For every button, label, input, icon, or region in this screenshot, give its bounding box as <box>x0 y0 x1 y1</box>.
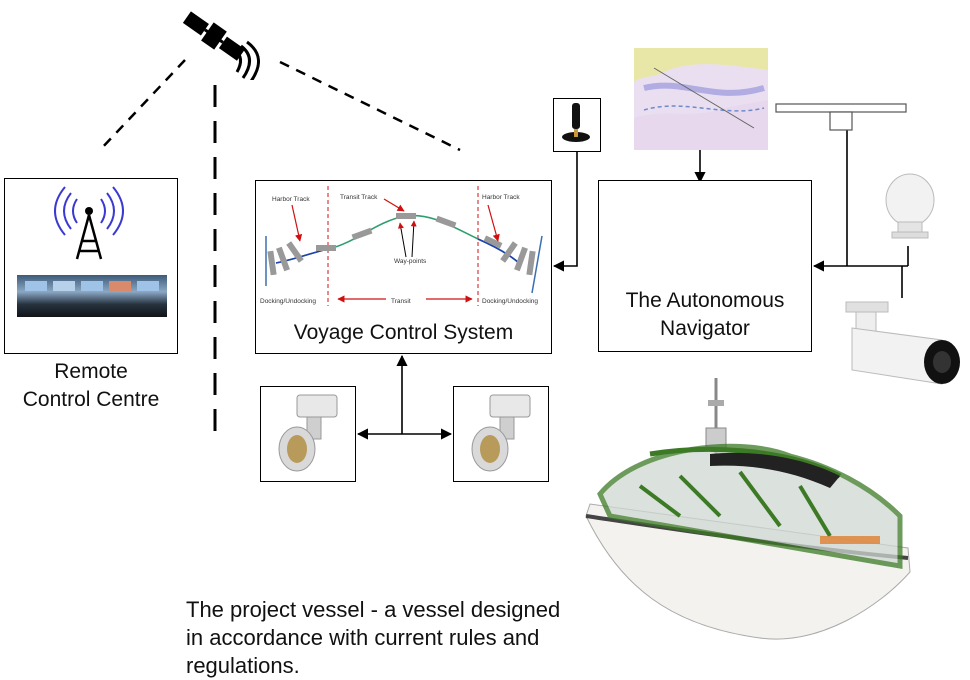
remote-control-centre-box <box>4 178 178 354</box>
remote-centre-label: Remote Control Centre <box>4 358 178 414</box>
docking-left-label: Docking/Undocking <box>260 298 316 305</box>
voyage-control-title: Voyage Control System <box>293 321 514 344</box>
harbor-track-left-label: Harbor Track <box>272 196 310 203</box>
control-room-image <box>17 275 167 317</box>
caption-line1: The project vessel - a vessel designed <box>186 597 561 622</box>
radio-tower-icon <box>54 186 124 260</box>
autonomous-navigator-box: The Autonomous Navigator <box>598 180 812 352</box>
gps-dome-icon <box>885 173 935 239</box>
navigator-label-line1: The Autonomous <box>625 289 785 312</box>
transit-track-label: Transit Track <box>340 194 378 201</box>
remote-centre-label-line2: Control Centre <box>22 388 160 411</box>
caption-line2: in accordance with current rules and <box>186 625 540 650</box>
voyage-control-system-box: Harbor Track Transit Track Harbor Track … <box>255 180 552 354</box>
navigator-label-line2: Navigator <box>660 317 750 340</box>
transit-label: Transit <box>391 298 411 305</box>
navigator-label: The Autonomous Navigator <box>599 287 811 343</box>
remote-centre-label-line1: Remote <box>54 360 128 383</box>
thruster-left-icon <box>278 394 338 472</box>
antenna-icon <box>562 103 590 142</box>
thruster-left-box <box>260 386 356 482</box>
antenna-link <box>552 152 578 272</box>
harbor-track-right-label: Harbor Track <box>482 194 520 201</box>
antenna-box <box>553 98 601 152</box>
radar-antenna-icon <box>775 103 907 131</box>
thruster-right-box <box>453 386 549 482</box>
waypoints-label: Way-points <box>394 258 427 265</box>
camera-icon <box>845 301 960 385</box>
satellite-link-right <box>279 60 461 152</box>
caption-line3: regulations. <box>186 653 300 678</box>
satellite-link-left <box>99 59 186 151</box>
satellite-icon <box>182 11 260 80</box>
voyage-route-diagram: Harbor Track Transit Track Harbor Track … <box>260 186 543 306</box>
vessel-caption: The project vessel - a vessel designed i… <box>186 596 616 680</box>
docking-right-label: Docking/Undocking <box>482 298 538 305</box>
electronic-chart-image <box>634 48 768 150</box>
project-vessel-image <box>585 378 911 640</box>
thruster-right-icon <box>471 394 531 472</box>
